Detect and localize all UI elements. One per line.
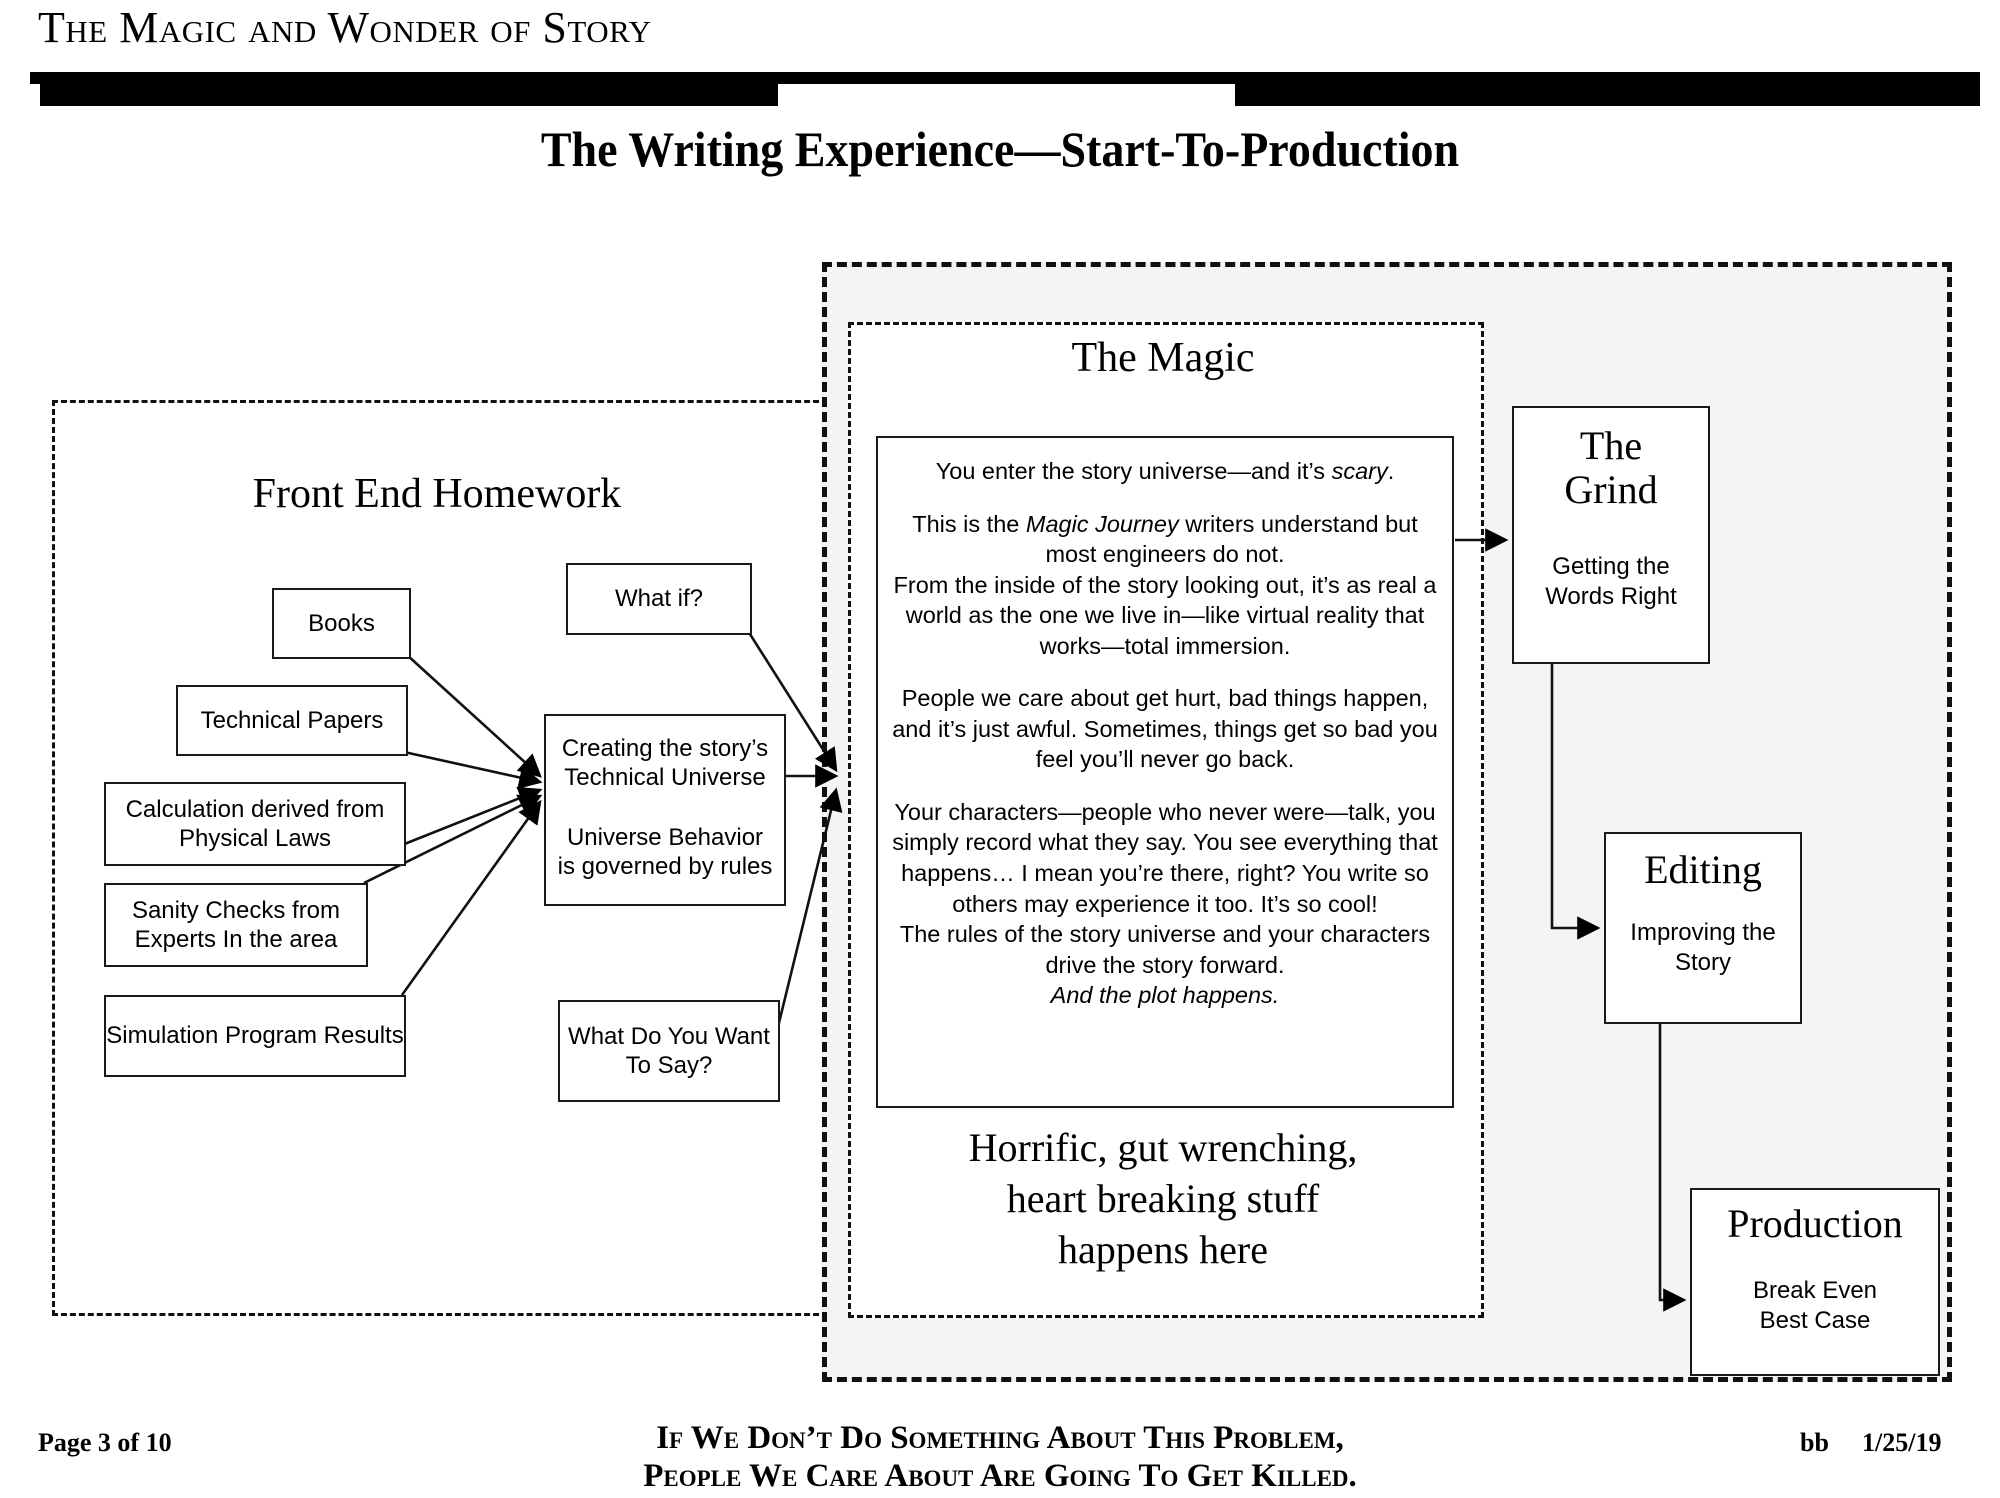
- input-box-label: Books: [308, 609, 375, 637]
- pipeline-box-editing[interactable]: Editing Improving the Story: [1604, 832, 1802, 1024]
- magic-heading: The Magic: [1071, 335, 1255, 381]
- magic-text: The rules of the story universe and your…: [899, 921, 1431, 978]
- hub-box-line-2: Technical Universe: [564, 764, 766, 792]
- pipeline-box-title: Production: [1727, 1201, 1903, 1246]
- magic-narrative-box: You enter the story universe—and it’s sc…: [876, 436, 1454, 1108]
- question-box-what-do-you-want-to-say[interactable]: What Do You Want To Say?: [558, 1000, 780, 1102]
- pipeline-box-subtitle: Break Even Best Case: [1752, 1277, 1878, 1334]
- magic-text: People we care about get hurt, bad thing…: [892, 685, 1438, 773]
- hub-box-technical-universe[interactable]: Creating the story’s Technical Universe …: [544, 714, 786, 906]
- input-box-technical-papers[interactable]: Technical Papers: [176, 685, 408, 756]
- magic-emphasis: scary: [1331, 458, 1388, 484]
- magic-paragraph: You enter the story universe—and it’s sc…: [888, 456, 1442, 487]
- header-rule-right: [1235, 84, 1980, 106]
- footer-tagline: If We Don’t Do Something About This Prob…: [420, 1420, 1580, 1495]
- input-box-simulation-results[interactable]: Simulation Program Results: [104, 995, 406, 1077]
- magic-text: You enter the story universe—and it’s: [935, 458, 1332, 484]
- magic-emphasis: Magic Journey: [1025, 510, 1179, 537]
- input-box-label: Simulation Program Results: [106, 1022, 404, 1050]
- magic-text: From the inside of the story looking out…: [893, 571, 1437, 659]
- front-end-homework-heading: Front End Homework: [252, 471, 622, 517]
- magic-footer-note: Horrific, gut wrenching, heart breaking …: [968, 1125, 1358, 1273]
- hub-box-line-4: is governed by rules: [557, 852, 773, 880]
- input-box-label: Technical Papers: [200, 706, 384, 734]
- question-box-what-if[interactable]: What if?: [566, 563, 752, 635]
- magic-emphasis: And the plot happens.: [1050, 982, 1280, 1009]
- pipeline-box-title: The Grind: [1564, 423, 1658, 512]
- pipeline-box-production[interactable]: Production Break Even Best Case: [1690, 1188, 1940, 1376]
- slide-eyebrow-title: The Magic and Wonder of Story: [38, 3, 652, 52]
- pipeline-box-subtitle: Getting the Words Right: [1545, 553, 1677, 610]
- pipeline-box-the-grind[interactable]: The Grind Getting the Words Right: [1512, 406, 1710, 664]
- magic-text: .: [1387, 458, 1395, 484]
- header-rule-left: [40, 84, 778, 106]
- input-box-books[interactable]: Books: [272, 588, 411, 659]
- hub-box-line-1: Creating the story’s: [561, 735, 769, 762]
- question-box-label: What Do You Want To Say?: [568, 1022, 770, 1079]
- magic-text: writers understand but most engineers do…: [1045, 510, 1418, 568]
- footer-author: bb: [1800, 1428, 1829, 1457]
- magic-text: This is the: [912, 510, 1026, 537]
- hub-box-line-3: Universe Behavior: [566, 823, 764, 851]
- footer-date: 1/25/19: [1862, 1428, 1942, 1457]
- magic-paragraph: This is the Magic Journey writers unders…: [888, 509, 1442, 662]
- question-box-label: What if?: [614, 585, 704, 613]
- pipeline-box-subtitle: Improving the Story: [1630, 919, 1776, 976]
- pipeline-box-title: Editing: [1644, 847, 1762, 892]
- input-box-calculation-physical-laws[interactable]: Calculation derived from Physical Laws: [104, 782, 406, 866]
- input-box-label: Sanity Checks from Experts In the area: [131, 896, 341, 953]
- slide-title: The Writing Experience—Start-To-Producti…: [540, 121, 1460, 177]
- header-rule-thin: [30, 72, 1980, 84]
- input-box-label: Calculation derived from Physical Laws: [125, 795, 385, 852]
- magic-paragraph: People we care about get hurt, bad thing…: [888, 683, 1442, 775]
- magic-text: Your characters—people who never were—ta…: [892, 798, 1438, 917]
- input-box-sanity-checks[interactable]: Sanity Checks from Experts In the area: [104, 883, 368, 967]
- footer-tagline-line-2: People We Care About Are Going To Get Ki…: [643, 1457, 1357, 1494]
- footer-tagline-line-1: If We Don’t Do Something About This Prob…: [656, 1420, 1344, 1456]
- magic-paragraph: Your characters—people who never were—ta…: [888, 797, 1442, 1011]
- page-number: Page 3 of 10: [38, 1428, 172, 1457]
